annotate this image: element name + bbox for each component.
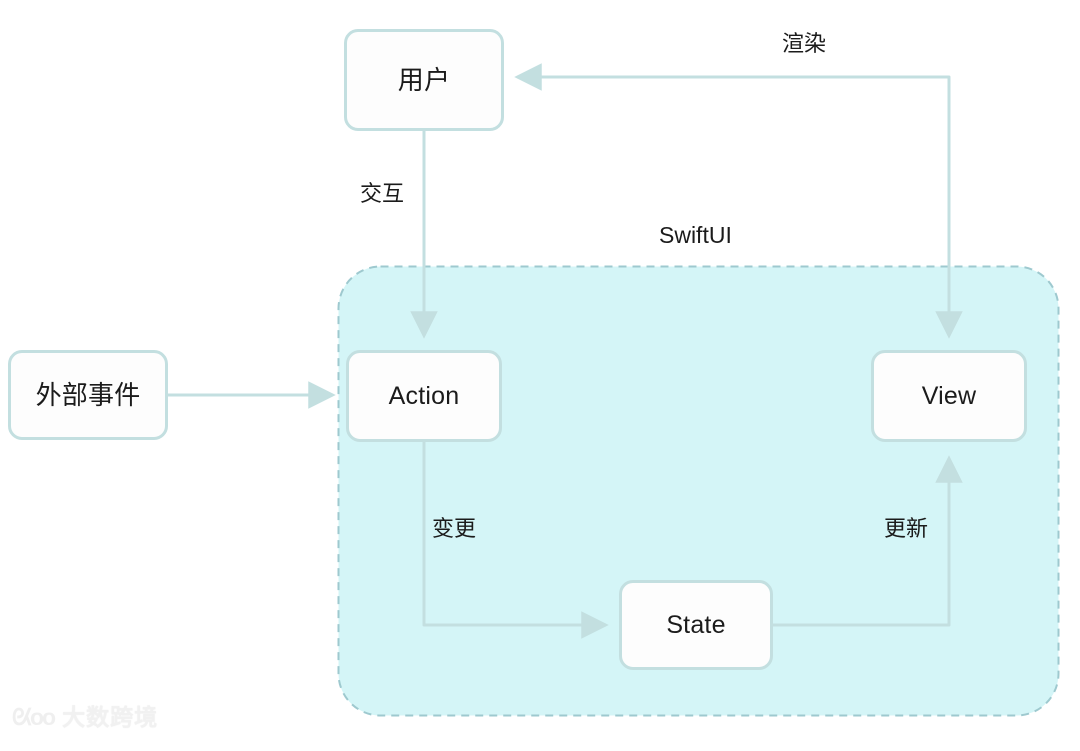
node-external-event[interactable]: 外部事件 [8,350,168,440]
edge-action-to-state [422,442,609,639]
node-action[interactable]: Action [346,350,502,442]
node-external-event-label: 外部事件 [35,380,141,410]
node-state[interactable]: State [619,580,773,670]
edge-state-to-view [773,455,963,627]
node-state-label: State [666,610,726,639]
edge-label-update: 更新 [884,516,929,541]
edge-label-render: 渲染 [782,31,827,56]
node-view-label: View [921,381,977,410]
node-view[interactable]: View [871,350,1027,442]
node-action-label: Action [388,381,460,410]
edge-label-change: 变更 [432,516,477,541]
edge-label-interact: 交互 [360,181,405,206]
edge-view-to-user [517,75,963,339]
node-user-label: 用户 [397,65,451,95]
swiftui-container-label: SwiftUI [659,222,732,248]
node-user[interactable]: 用户 [344,29,504,131]
